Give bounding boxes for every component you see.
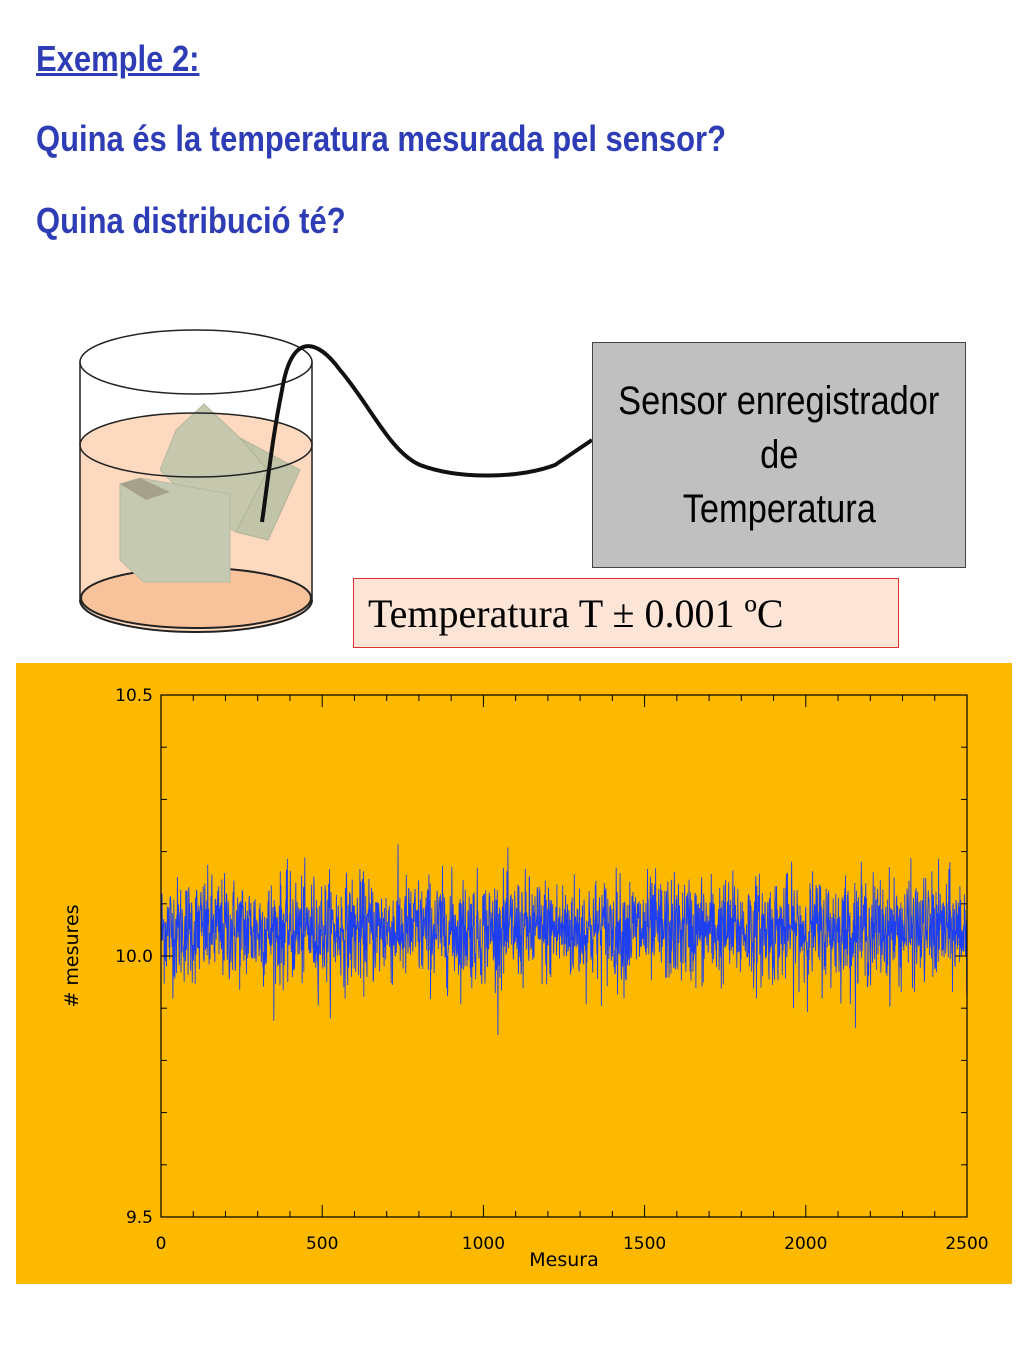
sensor-box-line-1: Sensor enregistrador <box>618 379 940 423</box>
y-tick-label: 10.0 <box>115 947 153 967</box>
sensor-cable <box>260 344 594 523</box>
x-tick-label: 0 <box>156 1234 167 1254</box>
x-tick-label: 1500 <box>623 1234 666 1254</box>
x-tick-label: 2000 <box>784 1234 827 1254</box>
question-temperature: Quina és la temperatura mesurada pel sen… <box>36 118 726 159</box>
y-tick-label: 9.5 <box>126 1208 153 1228</box>
temperature-precision-label: Temperatura T ± 0.001 ºC <box>353 578 899 648</box>
beaker-illustration <box>79 329 594 633</box>
x-axis-title: Mesura <box>529 1249 598 1271</box>
y-axis-title: # mesures <box>61 904 83 1007</box>
sensor-recorder-box: Sensor enregistrador de Temperatura <box>592 342 966 568</box>
sensor-box-line-2: de <box>759 433 799 477</box>
ice-cubes <box>119 403 301 583</box>
x-tick-label: 2500 <box>945 1234 988 1254</box>
y-tick-label: 10.5 <box>115 686 153 706</box>
series-line <box>160 844 968 1035</box>
slide-title: Exemple 2: <box>36 38 200 79</box>
beaker-rim <box>79 329 313 395</box>
x-tick-label: 1000 <box>462 1234 505 1254</box>
sensor-box-line-3: Temperatura <box>682 487 876 531</box>
x-tick-label: 500 <box>306 1234 338 1254</box>
question-distribution: Quina distribució té? <box>36 200 346 241</box>
